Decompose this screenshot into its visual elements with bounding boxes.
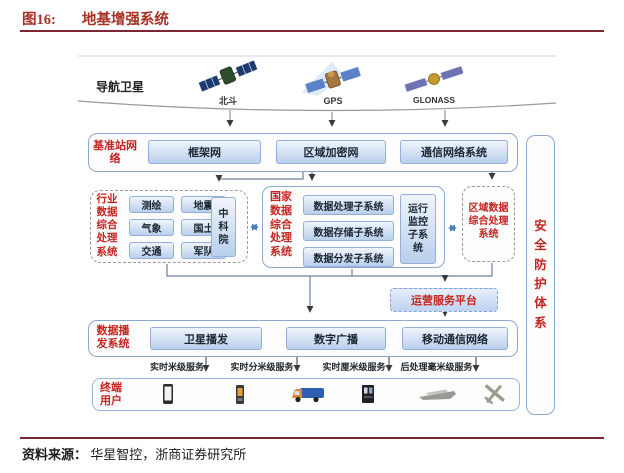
data-broadcast-label: 数据播发系统: [96, 325, 130, 351]
regional-data-processing-label: 区域数据综合处理系统: [468, 203, 509, 240]
glonass-satellite-icon: [404, 65, 464, 93]
operation-service-platform-label: 运营服务平台: [411, 295, 477, 307]
regional-data-processing-section: 区域数据综合处理系统: [462, 186, 515, 262]
box-meteorology: 气象: [129, 219, 174, 236]
handheld-gps-icon: [236, 385, 244, 404]
industry-data-processing-label: 行业数据综合处理系统: [96, 193, 118, 258]
ship-icon: [419, 389, 456, 400]
beidou-satellite-icon: [198, 60, 258, 92]
security-protection-label: 安全防护体系: [534, 218, 547, 330]
bottom-divider: [20, 437, 604, 439]
service-realtime-meter: 实时米级服务: [149, 362, 204, 372]
service-postprocess-millimeter: 后处理毫米级服务: [400, 362, 473, 372]
airplane-icon: [484, 384, 505, 405]
satellite-name-gps: GPS: [323, 96, 343, 106]
box-framework-network: 框架网: [148, 140, 261, 164]
figure-title: 地基增强系统: [81, 12, 169, 28]
box-mobile-communication-network: 移动通信网络: [402, 327, 508, 350]
figure-tag: 图16:: [22, 12, 56, 28]
box-communication-network-system: 通信网络系统: [400, 140, 508, 164]
source-prefix: 资料来源：: [22, 447, 88, 462]
satellite-name-glonass: GLONASS: [412, 95, 456, 105]
satellite-name-beidou: 北斗: [218, 96, 237, 106]
security-protection-section: 安全防护体系: [526, 135, 555, 415]
operation-service-platform-box: 运营服务平台: [390, 288, 498, 312]
service-realtime-centimeter: 实时厘米级服务: [322, 362, 386, 372]
box-cas: 中科院: [211, 197, 236, 257]
box-transportation: 交通: [129, 242, 174, 259]
box-satellite-broadcast: 卫星播发: [150, 327, 262, 350]
service-realtime-decimeter: 实时分米级服务: [230, 362, 294, 372]
box-operation-monitoring-label: 运行监控子系统: [408, 204, 428, 254]
figure-caption: 图16: 地基增强系统: [22, 8, 169, 29]
national-data-processing-label: 国家数据综合处理系统: [270, 191, 292, 258]
box-data-storage-subsystem: 数据存储子系统: [303, 221, 394, 241]
smartphone-icon: [163, 384, 173, 404]
box-cas-label: 中科院: [218, 208, 229, 246]
terminal-users-label: 终端用户: [100, 382, 122, 408]
box-regional-densification-network: 区域加密网: [276, 140, 386, 164]
box-digital-broadcast: 数字广播: [286, 327, 386, 350]
truck-icon: [292, 388, 324, 403]
base-station-network-label: 基准站网络: [93, 140, 137, 166]
nav-satellites-label: 导航卫星: [96, 80, 145, 94]
box-data-distribution-subsystem: 数据分发子系统: [303, 247, 394, 267]
source-line: 资料来源： 华星智控，浙商证券研究所: [22, 444, 246, 463]
box-data-processing-subsystem: 数据处理子系统: [303, 195, 394, 215]
box-operation-monitoring-subsystem: 运行监控子系统: [400, 194, 436, 264]
box-surveying: 测绘: [129, 196, 174, 213]
title-divider: [20, 30, 604, 32]
receiver-icon: [362, 385, 374, 403]
satellite-downlink-arrows: [226, 110, 449, 127]
source-text: 华星智控，浙商证券研究所: [90, 447, 247, 462]
gps-satellite-icon: [302, 62, 362, 96]
